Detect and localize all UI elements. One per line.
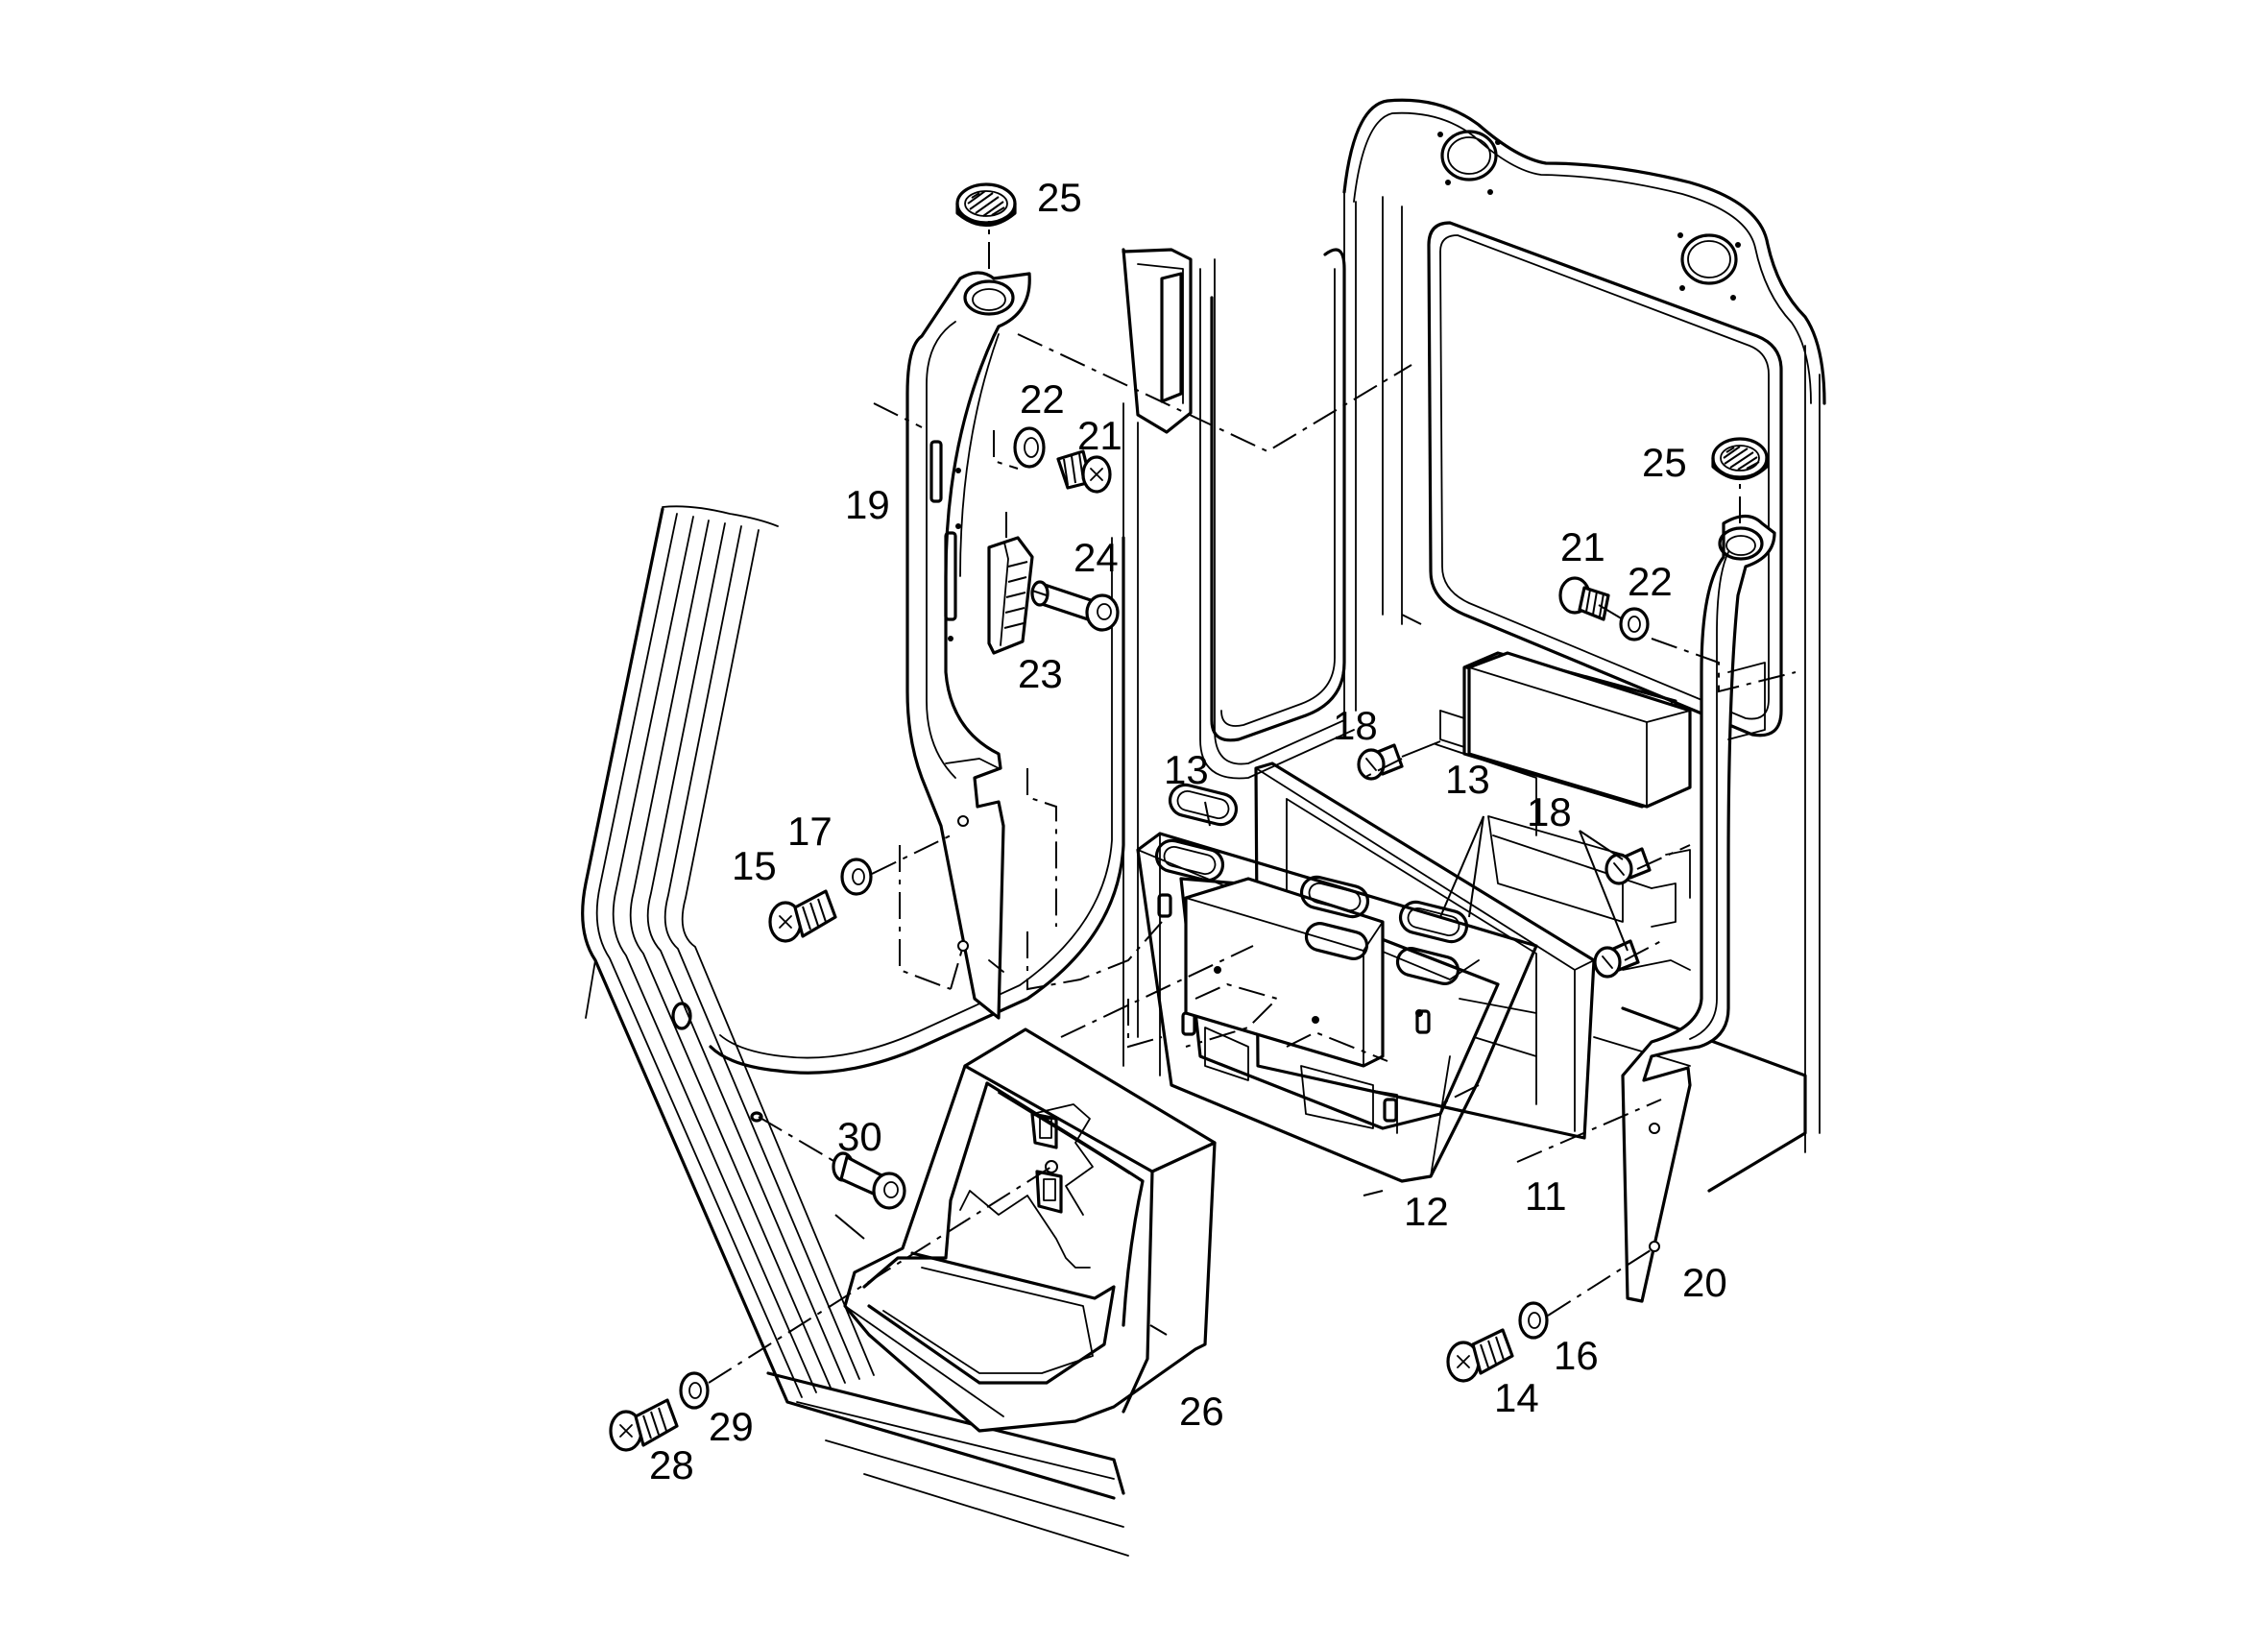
callout-21-left: 21 bbox=[1077, 413, 1122, 458]
bolt-24 bbox=[1030, 580, 1120, 632]
callout-25-right: 25 bbox=[1642, 440, 1687, 485]
screw-18-right-a bbox=[1604, 847, 1652, 885]
callout-13-center: 13 bbox=[1445, 757, 1490, 802]
callout-22-right: 22 bbox=[1628, 559, 1673, 604]
screw-14 bbox=[1446, 1328, 1514, 1383]
callout-14: 14 bbox=[1494, 1375, 1539, 1420]
callout-30: 30 bbox=[837, 1114, 882, 1159]
callout-13-left: 13 bbox=[1164, 747, 1209, 792]
callout-16: 16 bbox=[1554, 1333, 1599, 1378]
callout-22-left: 22 bbox=[1020, 376, 1065, 422]
callout-26: 26 bbox=[1179, 1389, 1224, 1434]
callout-15: 15 bbox=[732, 843, 777, 888]
screw-18-right-b bbox=[1593, 939, 1640, 979]
cap-25-left bbox=[955, 182, 1017, 227]
grommets-13 bbox=[1154, 783, 1469, 985]
callout-18-right: 18 bbox=[1527, 789, 1572, 834]
trim-panel-20 bbox=[1621, 514, 1776, 1303]
screw-18-upper bbox=[1357, 743, 1404, 781]
callout-18-upper: 18 bbox=[1333, 703, 1378, 748]
callout-23: 23 bbox=[1018, 651, 1063, 696]
callout-12: 12 bbox=[1404, 1189, 1449, 1234]
callout-25-left: 25 bbox=[1037, 175, 1082, 220]
assembly-lines bbox=[708, 221, 1797, 1384]
screw-15 bbox=[768, 889, 837, 943]
storage-box-26 bbox=[843, 1028, 1217, 1433]
leader-18-upper-line bbox=[1401, 740, 1441, 758]
callout-24: 24 bbox=[1074, 535, 1119, 580]
callout-28: 28 bbox=[649, 1442, 694, 1487]
callout-19: 19 bbox=[845, 482, 890, 527]
trim-panel-19 bbox=[905, 271, 1031, 1020]
washer-16 bbox=[1518, 1301, 1549, 1340]
cab-door-frame-left bbox=[581, 505, 1129, 1557]
screw-28 bbox=[609, 1398, 679, 1452]
cap-25-right bbox=[1711, 437, 1769, 480]
washer-22-left bbox=[1013, 426, 1046, 469]
relay-box bbox=[1467, 651, 1692, 809]
washer-17 bbox=[840, 858, 873, 896]
bolt-30 bbox=[832, 1151, 906, 1210]
callout-labels: 25 22 21 19 24 23 25 21 22 18 13 13 18 1… bbox=[649, 175, 1727, 1487]
callout-leaders bbox=[834, 801, 1629, 1336]
callout-17: 17 bbox=[787, 809, 832, 854]
washer-29 bbox=[679, 1371, 710, 1410]
callout-21-right: 21 bbox=[1560, 524, 1605, 569]
callout-11: 11 bbox=[1525, 1173, 1567, 1219]
callout-29: 29 bbox=[709, 1404, 754, 1449]
washer-22-right bbox=[1619, 607, 1650, 641]
clip-23 bbox=[987, 536, 1034, 655]
screw-21-right bbox=[1558, 576, 1610, 621]
callout-20: 20 bbox=[1682, 1260, 1727, 1305]
screw-21-left bbox=[1056, 449, 1112, 494]
